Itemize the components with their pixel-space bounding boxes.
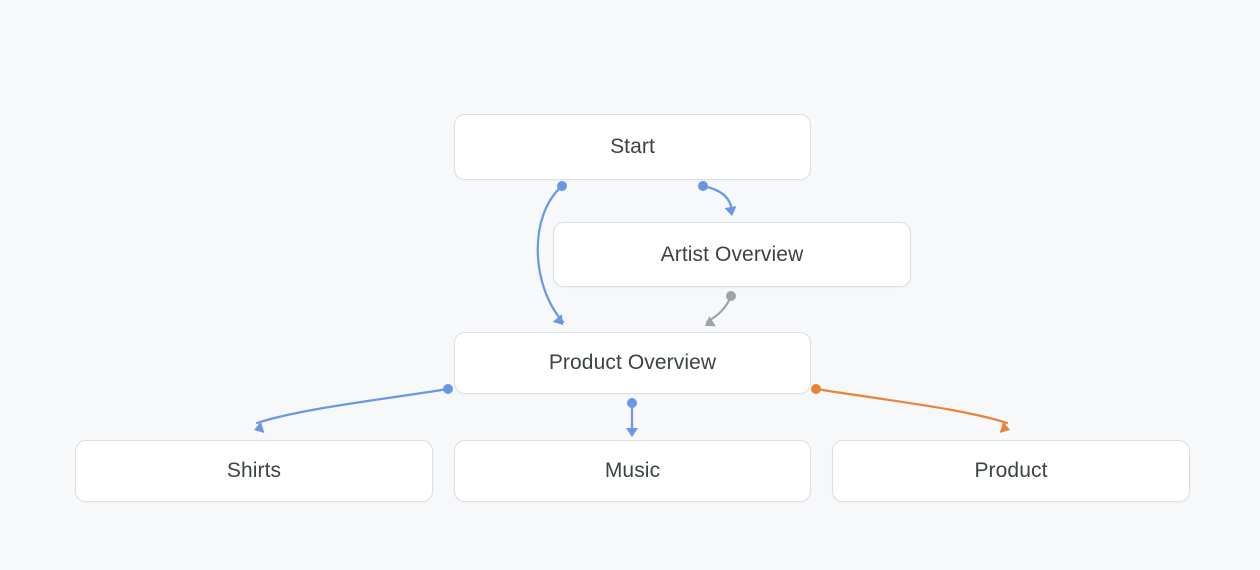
edge-source-dot	[557, 181, 567, 191]
edge-product-overview-to-product[interactable]	[811, 384, 1012, 436]
edge-arrowhead	[552, 314, 563, 325]
edge-arrowhead	[626, 428, 638, 437]
edge-source-dot	[726, 291, 736, 301]
edge-source-dot	[443, 384, 453, 394]
edge-source-dot	[811, 384, 821, 394]
node-label: Start	[610, 135, 655, 158]
node-label: Product Overview	[548, 351, 717, 374]
edge-start-to-artist-overview[interactable]	[698, 181, 738, 217]
node-shirts[interactable]: Shirts	[75, 440, 433, 502]
edge-product-overview-to-shirts[interactable]	[252, 384, 453, 436]
edge-arrowhead	[724, 206, 737, 216]
edge-arrowhead	[999, 421, 1010, 434]
node-music[interactable]: Music	[454, 440, 811, 502]
edge-artist-overview-to-product-overview[interactable]	[702, 291, 736, 331]
node-start[interactable]: Start	[454, 114, 811, 180]
node-label: Shirts	[226, 459, 282, 482]
edge-source-dot	[627, 398, 637, 408]
edge-arrowhead	[254, 421, 265, 434]
node-label: Music	[604, 459, 661, 482]
node-product-overview[interactable]: Product Overview	[454, 332, 811, 394]
edge-product-overview-to-music[interactable]	[626, 398, 638, 437]
node-label: Product	[974, 459, 1048, 482]
node-artist-overview[interactable]: Artist Overview	[553, 222, 911, 287]
edge-arrowhead	[705, 316, 716, 327]
node-label: Artist Overview	[660, 242, 804, 266]
node-product[interactable]: Product	[832, 440, 1190, 502]
edge-source-dot	[698, 181, 708, 191]
